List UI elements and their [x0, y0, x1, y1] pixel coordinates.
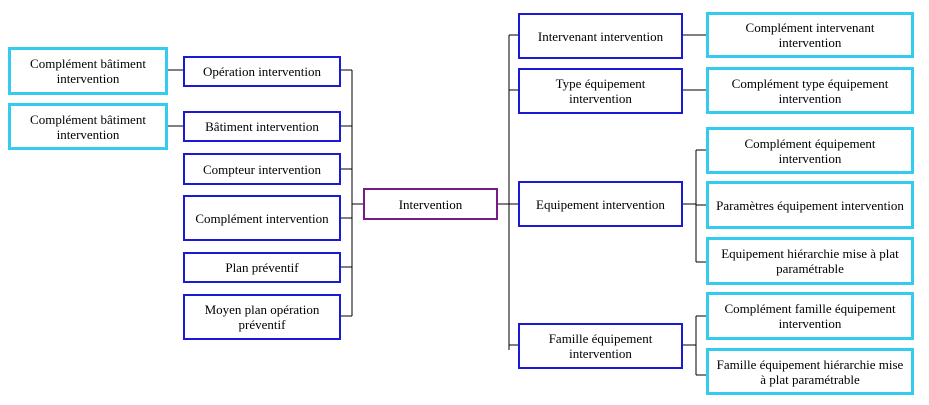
node-comp-type-label: Complément type équipement intervention — [731, 75, 889, 106]
node-comp-bat-op-label: Complément bâtiment intervention — [30, 56, 146, 86]
node-complement-equipement: Complément équipement intervention — [706, 127, 914, 174]
node-operation-label: Opération intervention — [202, 64, 322, 79]
node-famille-hier-label: Famille équipement hiérarchie mise à pla… — [716, 356, 904, 387]
node-intervenant-intervention: Intervenant intervention — [518, 13, 683, 59]
node-famille-equipement-hierarchie: Famille équipement hiérarchie mise à pla… — [706, 348, 914, 395]
node-plan-label: Plan préventif — [225, 260, 299, 275]
node-famille-equipement-intervention: Famille équipement intervention — [518, 323, 683, 369]
node-comp-famille-label: Complément famille équipement interventi… — [724, 301, 896, 331]
node-batiment-label: Bâtiment intervention — [205, 119, 319, 134]
node-param-equip-label: Paramètres équipement intervention — [716, 197, 904, 213]
node-moyen-plan-operation-preventif: Moyen plan opération préventif — [183, 294, 341, 340]
node-complement-intervention: Complément intervention — [183, 195, 341, 241]
node-complement-intervenant: Complément intervenant intervention — [706, 12, 914, 58]
node-plan-preventif: Plan préventif — [183, 252, 341, 283]
node-equipement-label: Equipement intervention — [536, 196, 665, 212]
node-compteur-intervention: Compteur intervention — [183, 153, 341, 185]
node-comp-intervenant-label: Complément intervenant intervention — [745, 20, 875, 50]
node-intervention: Intervention — [363, 188, 498, 220]
node-comp-bat-bat-label: Complément bâtiment intervention — [30, 111, 146, 142]
node-parametres-equipement: Paramètres équipement intervention — [706, 181, 914, 229]
connector-famille-branch — [683, 315, 706, 376]
node-complement-batiment-batiment: Complément bâtiment intervention — [8, 103, 168, 150]
node-type-equip-label: Type équipement intervention — [555, 76, 646, 106]
node-equip-hier-label: Equipement hiérarchie mise à plat paramé… — [721, 246, 899, 276]
node-equipement-intervention: Equipement intervention — [518, 181, 683, 227]
node-famille-label: Famille équipement intervention — [548, 331, 653, 361]
node-batiment-intervention: Bâtiment intervention — [183, 111, 341, 142]
node-moyen-label: Moyen plan opération préventif — [204, 302, 320, 332]
node-complement-type-equipement: Complément type équipement intervention — [706, 67, 914, 114]
node-intervention-label: Intervention — [398, 196, 463, 212]
node-compteur-label: Compteur intervention — [202, 161, 322, 177]
node-type-equipement-intervention: Type équipement intervention — [518, 68, 683, 114]
node-complement-label: Complément intervention — [195, 210, 329, 226]
node-operation-intervention: Opération intervention — [183, 56, 341, 87]
connector-equip-branch — [683, 149, 706, 263]
node-intervenant-label: Intervenant intervention — [537, 28, 664, 44]
node-complement-famille-equipement: Complément famille équipement interventi… — [706, 292, 914, 340]
node-equipement-hierarchie: Equipement hiérarchie mise à plat paramé… — [706, 237, 914, 285]
node-complement-batiment-operation: Complément bâtiment intervention — [8, 47, 168, 95]
node-comp-equip-label: Complément équipement intervention — [744, 135, 876, 166]
